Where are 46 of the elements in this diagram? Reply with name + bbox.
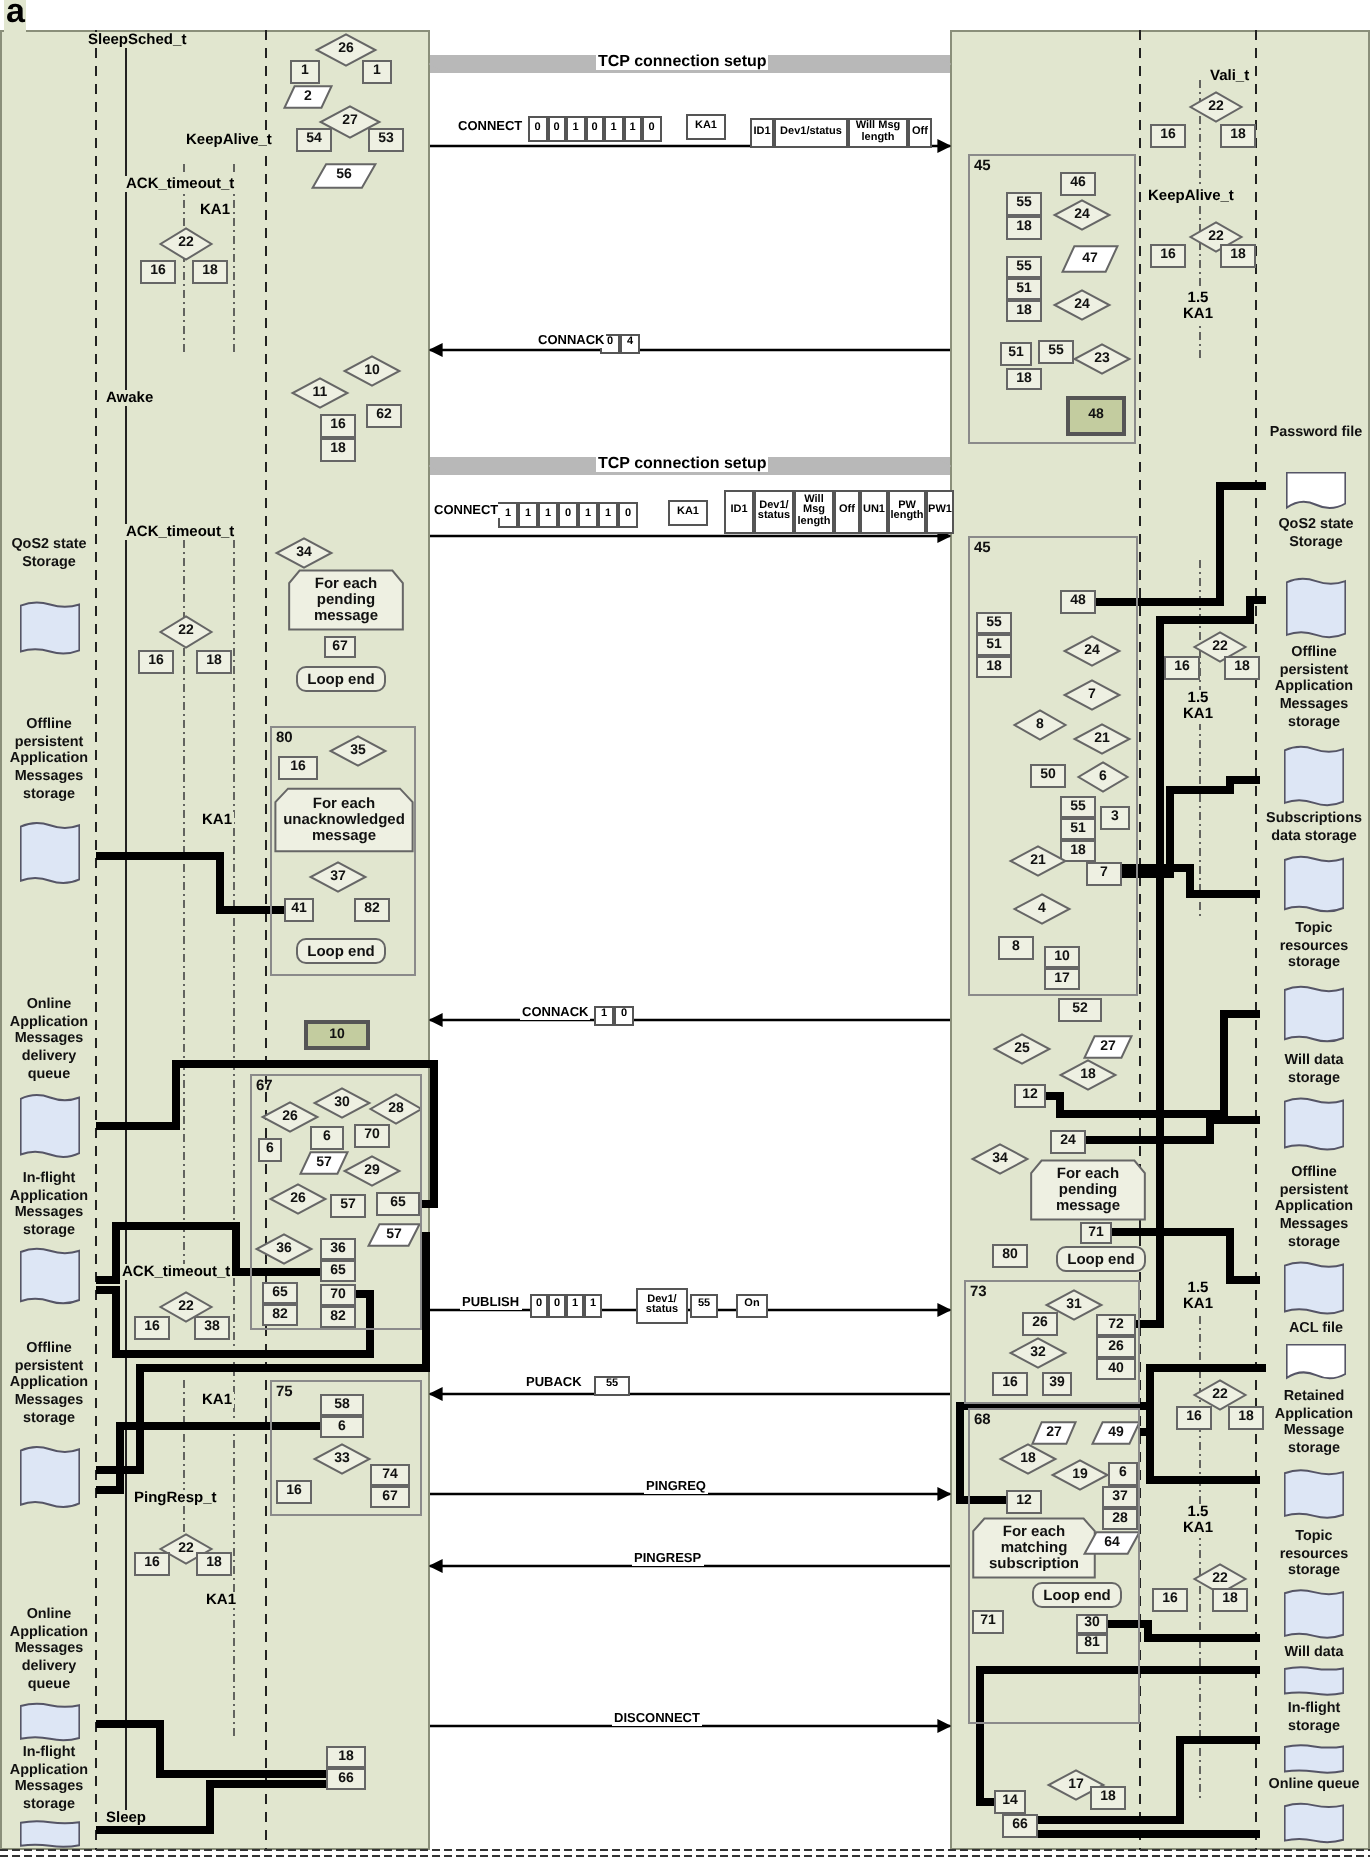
message-arrow <box>430 1719 952 1733</box>
process-group <box>968 1408 1140 1724</box>
message-label: TCP connection setup <box>596 454 769 472</box>
connector-line <box>1038 1736 1260 1824</box>
connector-line <box>1122 864 1260 898</box>
process-group <box>968 536 1138 996</box>
message-arrow <box>430 529 952 543</box>
message-arrow <box>430 139 952 153</box>
connector-line <box>1086 1116 1260 1144</box>
connector-line <box>1112 1228 1260 1284</box>
process-group <box>270 726 416 976</box>
connector-line <box>96 1222 320 1284</box>
connector-line <box>96 852 284 914</box>
process-group <box>968 154 1136 444</box>
connector-line <box>96 1720 326 1778</box>
message-label: TCP connection setup <box>596 52 769 70</box>
message-arrow <box>428 343 950 357</box>
connector-line <box>96 1232 430 1474</box>
message-arrow <box>428 1387 950 1401</box>
connector-line <box>956 1402 1260 1504</box>
storage-cylinder <box>1260 810 1368 914</box>
panel-letter: a <box>4 0 27 32</box>
connector-line <box>96 1422 320 1494</box>
connector-line <box>96 1060 438 1208</box>
message-arrow <box>430 1487 952 1501</box>
process-group <box>270 1380 422 1516</box>
connector-line <box>96 1780 326 1834</box>
message-arrow <box>428 1559 950 1573</box>
connector-line <box>96 1286 374 1358</box>
connector-line <box>1096 482 1266 606</box>
connector-line <box>1038 1830 1260 1838</box>
message-arrow <box>428 1013 950 1027</box>
connector-line <box>1136 596 1266 1328</box>
file-document <box>1266 424 1366 514</box>
process-group <box>250 1074 422 1330</box>
connector-line <box>1046 1010 1260 1118</box>
connector-line <box>1140 1364 1266 1436</box>
connector-line <box>1108 1620 1260 1642</box>
lane-panel <box>0 30 430 1850</box>
lane-panel <box>950 30 1370 1850</box>
connector-line <box>1122 776 1260 878</box>
process-group <box>964 1280 1140 1404</box>
connector-line <box>976 1666 1260 1806</box>
message-arrow <box>430 1303 952 1317</box>
double-arrow <box>428 55 952 73</box>
double-arrow <box>428 457 952 475</box>
